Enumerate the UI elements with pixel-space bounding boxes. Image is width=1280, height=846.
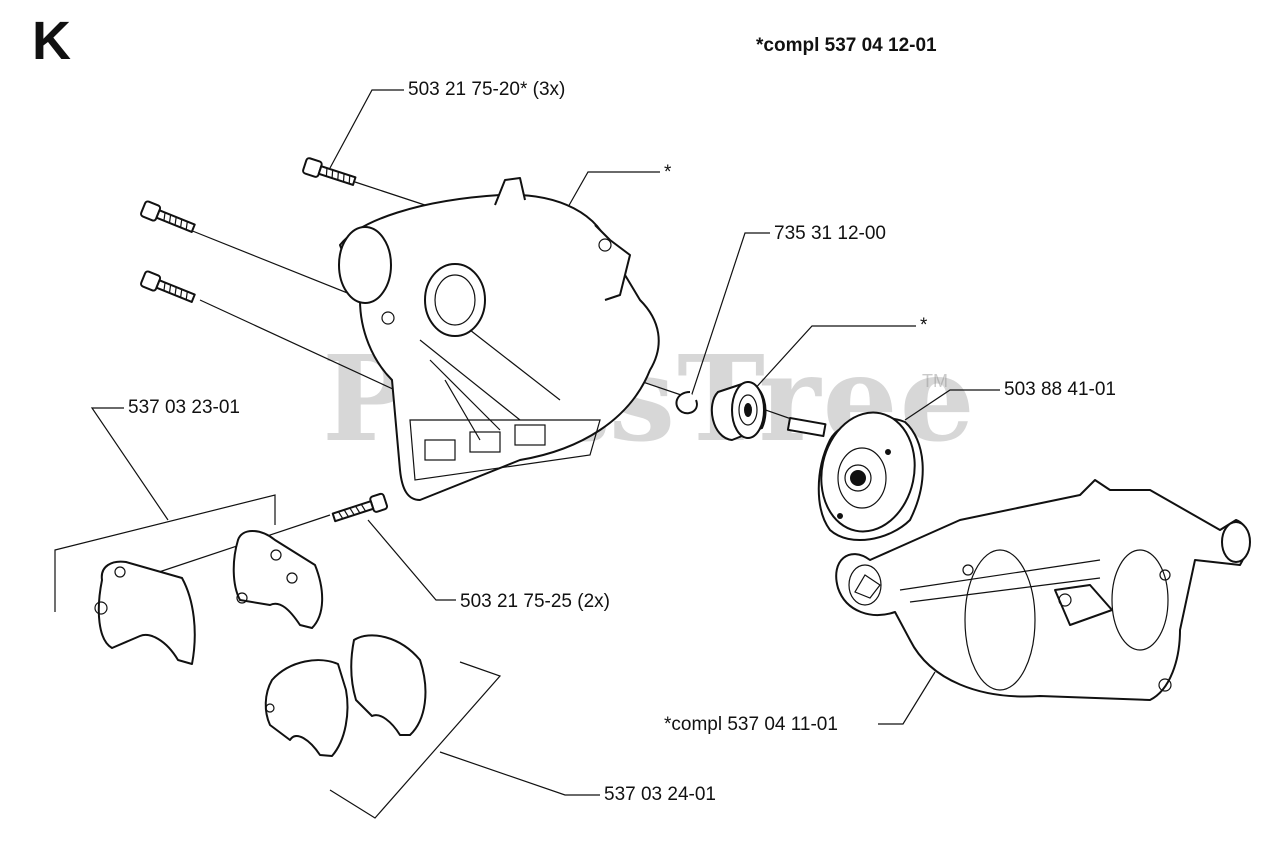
- label-circlip[interactable]: 735 31 12-00: [774, 223, 886, 244]
- crankcase-cover-icon: [338, 177, 660, 501]
- bearing-icon: [710, 381, 767, 441]
- label-housing[interactable]: *compl 537 04 11-01: [664, 714, 838, 735]
- bracket-guard-lower: [329, 661, 502, 819]
- label-star-bearing[interactable]: *: [920, 315, 928, 336]
- label-guard-upper[interactable]: 537 03 23-01: [128, 397, 240, 418]
- screw-3x-icon: [140, 157, 357, 303]
- leader-guard-upper: [90, 407, 169, 521]
- label-guard-lower[interactable]: 537 03 24-01: [604, 784, 716, 805]
- crankcase-housing-icon: [835, 479, 1251, 701]
- leader-housing: [878, 671, 936, 725]
- leader-screw-3x: [329, 89, 404, 169]
- guard-upper-icon: [94, 530, 324, 665]
- section-letter: K: [32, 11, 71, 71]
- leader-star-bearing: [751, 325, 916, 393]
- guard-lower-icon: [264, 634, 427, 757]
- bracket-guard-upper: [54, 494, 276, 612]
- leader-clutch-drum: [904, 389, 1000, 421]
- assembly-title: *compl 537 04 12-01: [756, 35, 937, 56]
- screw-2x-icon: [331, 492, 389, 523]
- leader-guard-lower: [439, 751, 600, 796]
- label-clutch-drum[interactable]: 503 88 41-01: [1004, 379, 1116, 400]
- leader-circlip: [689, 232, 770, 401]
- leader-screw-2x: [367, 519, 456, 601]
- label-screw-3x[interactable]: 503 21 75-20* (3x): [408, 79, 566, 100]
- label-star-top[interactable]: *: [664, 162, 672, 183]
- clutch-drum-icon: [786, 411, 924, 542]
- watermark-trademark: TM: [922, 371, 948, 391]
- label-screw-2x[interactable]: 503 21 75-25 (2x): [460, 591, 610, 612]
- circlip-icon: [675, 391, 698, 415]
